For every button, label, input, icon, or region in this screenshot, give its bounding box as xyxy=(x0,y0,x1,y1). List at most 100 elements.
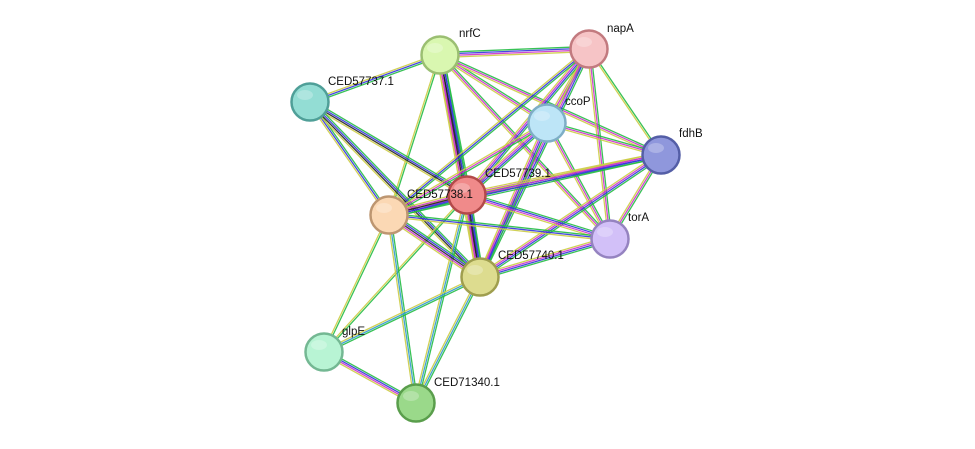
edge-channel xyxy=(547,121,613,239)
edge-channel xyxy=(440,49,590,57)
node-highlight xyxy=(454,183,470,193)
edge-channel xyxy=(389,212,611,238)
edge-channel xyxy=(389,49,591,217)
node-label-ccop: ccoP xyxy=(565,96,591,108)
node-ced57738-1[interactable] xyxy=(369,195,409,235)
edge-channel xyxy=(388,216,610,242)
edge-channel xyxy=(441,54,483,277)
edge-channel xyxy=(415,276,481,404)
edge-channel xyxy=(322,274,480,352)
edge-channel xyxy=(389,155,662,217)
edge-channel xyxy=(436,55,478,278)
node-label-fdhb: fdhB xyxy=(679,128,703,140)
node-highlight xyxy=(534,111,550,121)
edge-channel xyxy=(310,100,468,195)
edge-channel xyxy=(388,122,548,216)
edge-channel xyxy=(438,55,547,125)
edge-ced57738-1-tora xyxy=(388,212,611,242)
edge-ced57739-1-tora xyxy=(466,191,611,243)
nodes-layer xyxy=(290,29,681,423)
edge-ced57737-1-ced57740-1 xyxy=(307,99,483,280)
edge-channel xyxy=(588,48,611,240)
edge-channel xyxy=(439,54,548,124)
edge-channel xyxy=(467,193,611,239)
edge-channel xyxy=(387,120,547,215)
edge-channel xyxy=(388,214,417,404)
edge-channel xyxy=(388,153,661,215)
node-nrfc[interactable] xyxy=(420,35,460,75)
edge-channel xyxy=(467,191,611,238)
edge-channel xyxy=(466,195,610,241)
node-highlight xyxy=(427,43,443,53)
node-label-napa: napA xyxy=(607,23,634,35)
edge-fdhb-ced57738-1 xyxy=(388,151,662,219)
edge-channel xyxy=(480,123,549,278)
edge-channel xyxy=(413,275,480,403)
edge-channel xyxy=(308,103,467,198)
edge-napa-fdhb xyxy=(587,48,663,156)
edge-channel xyxy=(310,100,391,215)
node-ced57737-1[interactable] xyxy=(290,82,330,122)
edge-channel xyxy=(310,99,469,194)
edge-channel xyxy=(481,156,663,280)
node-ccop[interactable] xyxy=(527,103,567,143)
node-fdhb[interactable] xyxy=(641,135,681,175)
edge-channel xyxy=(310,55,441,105)
node-highlight xyxy=(376,203,392,213)
edge-channel xyxy=(322,214,389,352)
edge-channel xyxy=(416,277,483,405)
edge-nrfc-napa xyxy=(439,45,590,59)
edge-channel xyxy=(389,156,662,219)
edge-channel xyxy=(415,194,468,404)
edge-channel xyxy=(478,122,547,277)
node-ced71340-1[interactable] xyxy=(396,383,436,423)
edge-channel xyxy=(589,48,663,155)
edge-ccop-tora xyxy=(544,121,613,241)
edge-channel xyxy=(388,48,590,216)
edge-ced57738-1-glpe xyxy=(322,214,391,353)
node-label-ced57738-1: CED57738.1 xyxy=(407,189,473,201)
edge-channel xyxy=(479,237,610,277)
edge-channel xyxy=(464,46,588,194)
edge-ced57737-1-ced57739-1 xyxy=(308,99,469,198)
edge-channel xyxy=(480,239,611,279)
edge-channel xyxy=(440,50,590,59)
node-glpe[interactable] xyxy=(304,332,344,372)
node-ced57740-1[interactable] xyxy=(460,257,500,297)
edge-channel xyxy=(479,153,661,277)
edge-channel xyxy=(480,240,611,281)
edge-channel xyxy=(479,235,610,276)
edge-channel xyxy=(481,49,592,279)
edge-nrfc-ced57740-1 xyxy=(436,54,484,278)
node-ced57739-1[interactable] xyxy=(447,175,487,215)
node-label-ced57739-1: CED57739.1 xyxy=(485,168,551,180)
node-highlight xyxy=(576,37,592,47)
edge-channel xyxy=(546,122,611,240)
edge-ccop-ced57738-1 xyxy=(387,120,549,218)
edge-channel xyxy=(309,54,441,103)
node-highlight xyxy=(311,340,327,350)
edge-ced57738-1-ced71340-1 xyxy=(386,214,419,404)
node-tora[interactable] xyxy=(590,219,630,259)
edge-ced57739-1-ced71340-1 xyxy=(413,194,470,404)
edge-channel xyxy=(439,45,589,54)
node-label-glpe: glpE xyxy=(342,326,365,338)
edge-channel xyxy=(389,123,549,218)
edge-channel xyxy=(590,48,613,239)
node-highlight xyxy=(597,227,613,237)
node-napa[interactable] xyxy=(569,29,609,69)
edge-channel xyxy=(309,102,467,197)
node-highlight xyxy=(648,143,664,153)
node-label-ced57740-1: CED57740.1 xyxy=(498,250,564,262)
edge-tora-ced57740-1 xyxy=(479,235,611,281)
edge-channel xyxy=(440,52,662,155)
edge-channel xyxy=(323,276,481,353)
edge-channel xyxy=(307,103,479,280)
edge-channel xyxy=(309,101,390,216)
edge-channel xyxy=(480,155,662,279)
edge-napa-tora xyxy=(586,48,613,240)
edge-channel xyxy=(386,215,415,404)
edge-channel xyxy=(439,47,589,55)
edge-channel xyxy=(586,49,609,240)
